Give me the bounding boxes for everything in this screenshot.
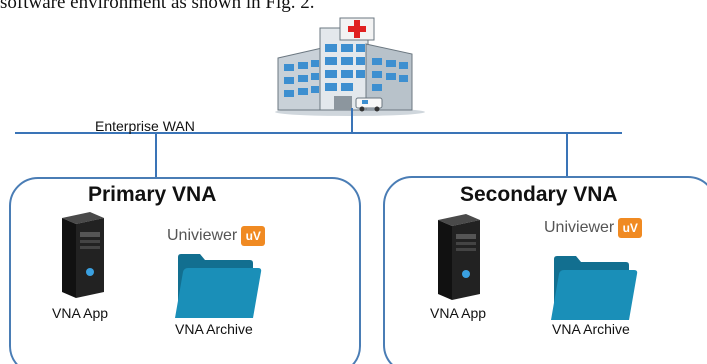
primary-brand-text: Univiewer: [167, 227, 238, 244]
wan-network-lines: [15, 108, 622, 179]
secondary-archive-folder-icon: [551, 256, 638, 320]
secondary-brand-badge: uV: [618, 218, 643, 238]
primary-brand-badge: uV: [241, 226, 266, 246]
primary-brand-logo: Univiewer uV: [167, 226, 266, 246]
hospital-icon: [275, 17, 425, 116]
secondary-archive-label: VNA Archive: [552, 321, 630, 337]
primary-app-label: VNA App: [52, 305, 109, 321]
secondary-vna-box: [383, 176, 707, 364]
primary-vna-box: [9, 177, 361, 364]
secondary-brand-logo: Univiewer uV: [544, 218, 643, 238]
primary-vna-title: Primary VNA: [88, 183, 217, 206]
secondary-app-label: VNA App: [430, 305, 487, 321]
caption-text: software environment as shown in Fig. 2.: [0, 0, 315, 12]
secondary-brand-text: Univiewer: [544, 219, 615, 236]
primary-archive-label: VNA Archive: [175, 321, 253, 337]
wan-label: Enterprise WAN: [95, 118, 195, 134]
primary-server-icon: [62, 212, 104, 298]
secondary-vna-title: Secondary VNA: [460, 183, 618, 206]
secondary-server-icon: [438, 214, 480, 300]
primary-archive-folder-icon: [175, 254, 262, 318]
